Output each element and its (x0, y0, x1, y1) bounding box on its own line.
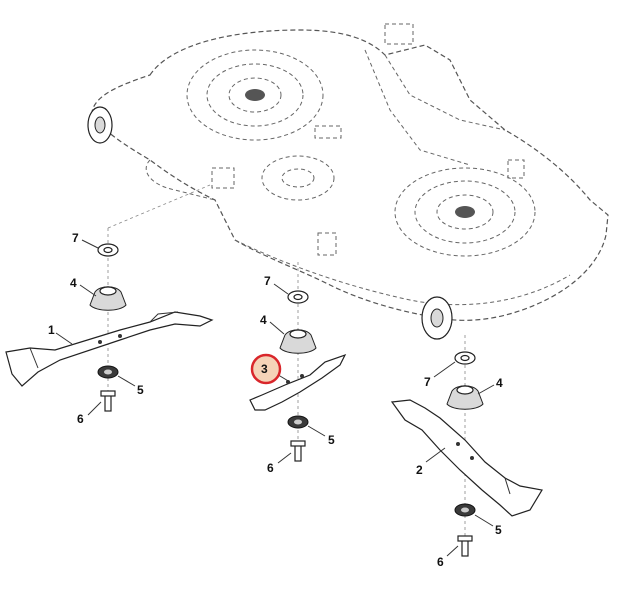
left-blade-assembly (5, 243, 214, 412)
mower-deck-housing (87, 23, 609, 340)
blade-bolt-left (104, 394, 112, 412)
blade-adapter-center (279, 329, 317, 354)
callout-6-left[interactable]: 6 (77, 412, 84, 426)
callout-3[interactable]: 3 (261, 362, 268, 376)
callout-2[interactable]: 2 (416, 463, 423, 477)
callout-7-right[interactable]: 7 (424, 375, 431, 389)
right-spindle-housing (394, 167, 536, 257)
blade-adapter-right (446, 385, 484, 410)
left-spindle-housing (186, 49, 324, 141)
callout-5-left[interactable]: 5 (137, 383, 144, 397)
blade-bolt-right (461, 539, 469, 557)
callout-4-center[interactable]: 4 (260, 313, 267, 327)
callout-5-right[interactable]: 5 (495, 523, 502, 537)
blade-left (5, 311, 214, 387)
callout-4-right[interactable]: 4 (496, 376, 503, 390)
callout-1[interactable]: 1 (48, 323, 55, 337)
callout-7-left[interactable]: 7 (72, 231, 79, 245)
center-blade-assembly (249, 290, 347, 462)
callout-6-right[interactable]: 6 (437, 555, 444, 569)
callout-labels: 7 4 1 5 6 7 4 3 5 6 7 4 2 5 6 (48, 231, 503, 569)
callout-6-center[interactable]: 6 (267, 461, 274, 475)
blade-adapter-left (89, 286, 127, 311)
center-spindle-mount (261, 155, 335, 201)
right-blade-assembly (390, 351, 543, 557)
blade-bolt-center (294, 444, 302, 462)
blade-right (390, 399, 543, 517)
highlight-ring[interactable] (250, 353, 282, 385)
blade-center (249, 353, 347, 411)
callout-4-left[interactable]: 4 (70, 276, 77, 290)
callout-7-center[interactable]: 7 (264, 274, 271, 288)
callout-5-center[interactable]: 5 (328, 433, 335, 447)
